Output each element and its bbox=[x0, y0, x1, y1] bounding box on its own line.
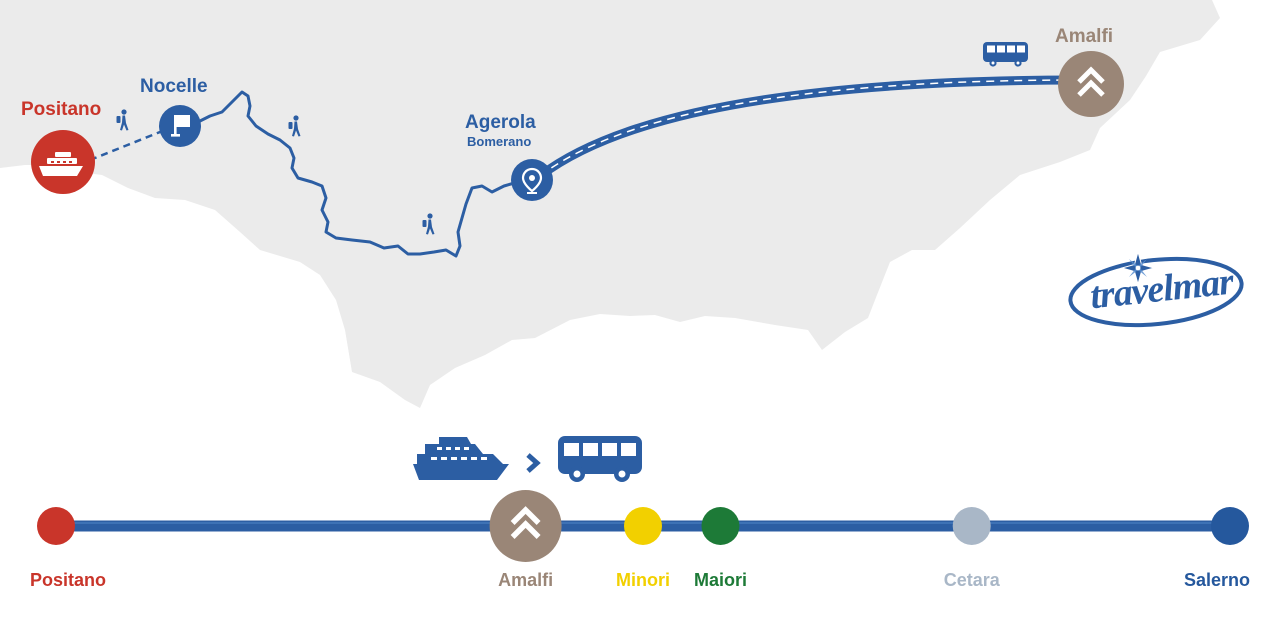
amalfi-map-marker bbox=[1058, 51, 1124, 117]
compass-rose-icon bbox=[1120, 250, 1156, 286]
place-sublabel-bomerano: Bomerano bbox=[467, 134, 532, 149]
ferry-icon bbox=[39, 152, 83, 176]
line-stop-label-minori: Minori bbox=[616, 570, 670, 590]
location-pin-icon bbox=[521, 167, 543, 194]
line-stop-amalfi bbox=[489, 490, 562, 562]
agerola-marker bbox=[511, 159, 553, 201]
line-stop-label-salerno: Salerno bbox=[1183, 570, 1251, 590]
line-stop-label-cetara: Cetara bbox=[943, 570, 1000, 590]
chevron-right-icon bbox=[526, 453, 541, 473]
line-stop-label-maiori: Maiori bbox=[693, 570, 747, 590]
line-stops bbox=[37, 490, 1249, 562]
hiking-trail bbox=[197, 90, 519, 258]
place-label-amalfi: Amalfi bbox=[1055, 26, 1114, 47]
chevron-up-icon bbox=[510, 506, 541, 539]
line-stop-dot bbox=[624, 507, 662, 545]
line-stop-label-positano: Positano bbox=[29, 570, 107, 590]
nocelle-marker bbox=[159, 105, 201, 147]
line-stop-dot bbox=[952, 507, 991, 545]
flag-icon bbox=[171, 115, 190, 137]
land-mass bbox=[0, 0, 1220, 408]
line-stop-maiori bbox=[701, 507, 740, 545]
place-label-agerola: Agerola bbox=[465, 112, 536, 133]
place-label-positano: Positano bbox=[21, 99, 102, 120]
bus-road-centerline bbox=[539, 79, 1081, 177]
bus-icon bbox=[558, 436, 642, 482]
line-stop-dot bbox=[1211, 507, 1249, 545]
chevron-up-icon bbox=[1077, 66, 1105, 97]
place-label-nocelle: Nocelle bbox=[140, 76, 208, 97]
ferry-icon bbox=[413, 437, 509, 480]
line-stop-dot bbox=[701, 507, 740, 545]
travelmar-logo bbox=[1068, 250, 1244, 328]
ferry-connector-dashed bbox=[89, 128, 166, 162]
line-stop-cetara bbox=[952, 507, 991, 545]
line-stop-positano bbox=[37, 507, 75, 545]
positano-marker bbox=[31, 130, 95, 194]
line-stop-dot bbox=[37, 507, 75, 545]
bus-icon bbox=[983, 42, 1028, 67]
line-stop-label-amalfi: Amalfi bbox=[498, 570, 554, 590]
line-stop-salerno bbox=[1211, 507, 1249, 545]
line-stop-minori bbox=[624, 507, 662, 545]
